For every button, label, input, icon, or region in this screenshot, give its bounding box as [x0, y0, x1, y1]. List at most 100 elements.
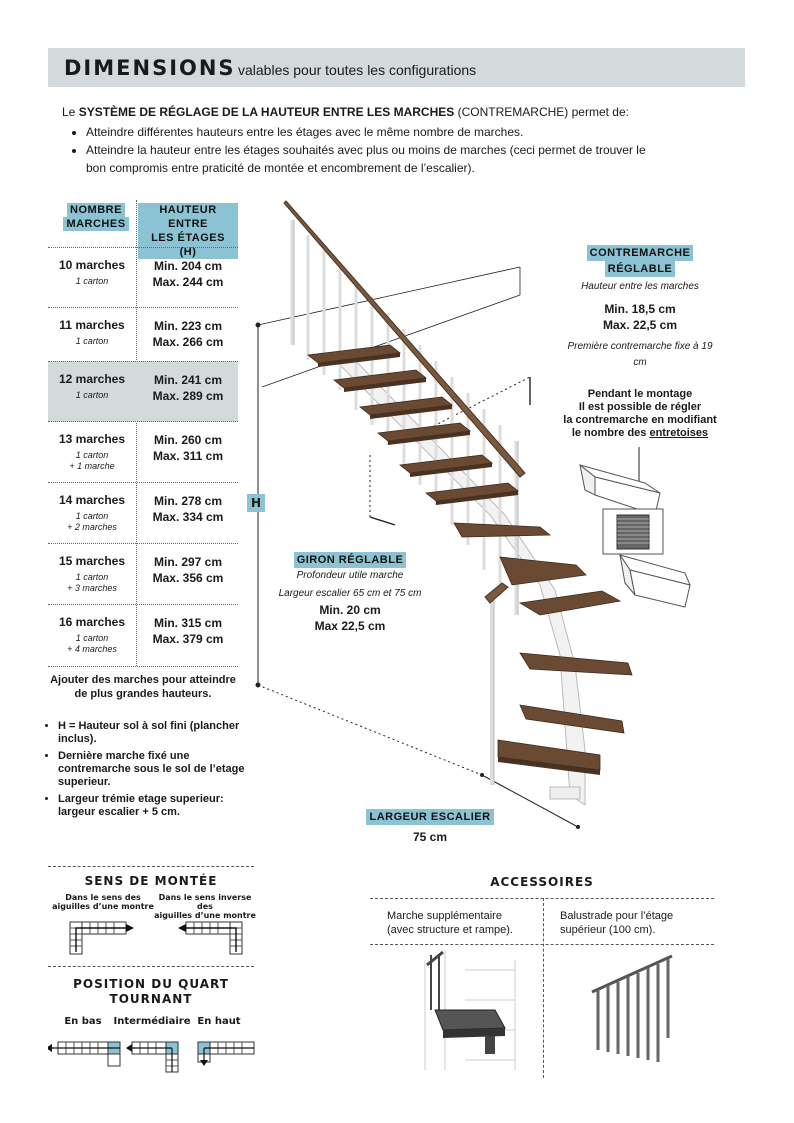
table-footer-text: Ajouter des marches pour atteindre de pl…: [50, 674, 236, 700]
position-title-l1: POSITION DU QUART: [73, 977, 229, 991]
row-pack: + 2 marches: [67, 522, 117, 532]
accessoire-2-label: Balustrade pour l’étage supérieur (100 c…: [560, 909, 710, 937]
sens-divider-top: [48, 866, 254, 867]
largeur-title: LARGEUR ESCALIER: [366, 809, 494, 825]
col-header-height-l1: HAUTEUR ENTRE: [138, 203, 238, 231]
spacer-illustration: [579, 447, 691, 608]
row-height-cell: Min. 260 cm Max. 311 cm: [138, 432, 238, 464]
accessoires-divider-mid: [543, 898, 544, 1078]
intro-prefix: Le: [62, 105, 79, 119]
row-min: Min. 278 cm: [153, 494, 223, 508]
row-pack: + 4 marches: [67, 644, 117, 654]
row-steps: 11 marches: [59, 318, 125, 332]
row-height-cell: Min. 241 cm Max. 289 cm: [138, 372, 238, 404]
page-header: DIMENSIONS valables pour toutes les conf…: [48, 48, 745, 87]
row-steps: 14 marches: [58, 493, 126, 507]
accessoire-2-l2: supérieur (100 cm).: [560, 924, 656, 936]
montage-line: Pendant le montage: [587, 388, 693, 400]
intro-bullets: Atteindre différentes hauteurs entre les…: [62, 123, 662, 177]
row-steps: 10 marches: [58, 258, 126, 272]
contremarche-min: Min. 18,5 cm: [604, 302, 676, 316]
giron-sub2: Largeur escalier 65 cm et 75 cm: [278, 588, 422, 599]
position-option-haut: En haut: [197, 1016, 241, 1027]
row-max: Max. 266 cm: [152, 335, 224, 349]
contremarche-max: Max. 22,5 cm: [602, 318, 678, 332]
giron-max: Max 22,5 cm: [314, 619, 386, 633]
sens-opt2-l2: aiguilles d’une montre: [154, 911, 256, 920]
giron-block: GIRON RÉGLABLE Profondeur utile marche L…: [268, 552, 432, 634]
intro-bullet: Atteindre la hauteur entre les étages so…: [86, 141, 662, 177]
row-height-cell: Min. 223 cm Max. 266 cm: [138, 318, 238, 350]
montage-line: le nombre des: [571, 427, 647, 439]
sens-opt1: Dans le sens des aiguilles d’une montre: [48, 893, 158, 911]
row-pack: 1 carton: [75, 633, 109, 643]
col-header-steps-l2: MARCHES: [63, 217, 129, 231]
row-steps: 12 marches: [58, 372, 126, 386]
montage-underlined: entretoises: [649, 427, 709, 439]
table-row: 12 marches 1 carton Min. 241 cm Max. 289 cm: [48, 361, 238, 422]
montage-line: Il est possible de régler: [578, 401, 702, 413]
extra-step-illustration: [424, 950, 516, 1070]
row-max: Max. 289 cm: [152, 389, 224, 403]
row-min: Min. 297 cm: [153, 555, 223, 569]
table-footer: Ajouter des marches pour atteindre de pl…: [48, 666, 238, 707]
accessoires-title: ACCESSOIRES: [490, 875, 594, 889]
note-item: Dernière marche fixé une contremarche so…: [58, 750, 250, 789]
accessoire-2-l1: Balustrade pour l’étage: [560, 910, 674, 922]
sens-opt1-l2: aiguilles d’une montre: [52, 902, 154, 911]
largeur-block: LARGEUR ESCALIER 75 cm: [360, 809, 500, 845]
intro-text: Le SYSTÈME DE RÉGLAGE DE LA HAUTEUR ENTR…: [62, 103, 662, 177]
row-pack: + 1 marche: [69, 461, 115, 471]
position-option-intermediaire: Intermédiaire: [113, 1016, 191, 1027]
col-header-steps: NOMBRE MARCHES: [56, 203, 136, 231]
row-pack: 1 carton: [75, 390, 109, 400]
row-steps: 16 marches: [58, 615, 126, 629]
row-min: Min. 223 cm: [153, 319, 223, 333]
giron-min: Min. 20 cm: [319, 603, 381, 617]
accessoires-divider-row: [370, 944, 714, 945]
row-max: Max. 356 cm: [152, 571, 224, 585]
contremarche-block: CONTREMARCHE RÉGLABLE Hauteur entre les …: [560, 245, 720, 371]
row-max: Max. 379 cm: [152, 632, 224, 646]
contremarche-note: Première contremarche fixe à 19 cm: [567, 341, 713, 368]
row-pack: 1 carton: [75, 276, 109, 286]
row-max: Max. 334 cm: [152, 510, 224, 524]
quarter-turn-positions-icon: [48, 1041, 255, 1073]
position-title-l2: TOURNANT: [109, 992, 193, 1006]
table-divider: [136, 200, 137, 666]
h-label: H: [247, 494, 265, 512]
row-min: Min. 241 cm: [153, 373, 223, 387]
col-header-height-l2: LES ÉTAGES (H): [138, 231, 238, 259]
giron-sub1: Profondeur utile marche: [296, 570, 404, 581]
largeur-value: 75 cm: [412, 830, 448, 844]
montage-note: Pendant le montage Il est possible de ré…: [550, 388, 730, 440]
row-pack: 1 carton: [75, 450, 109, 460]
row-min: Min. 260 cm: [153, 433, 223, 447]
col-header-height: HAUTEUR ENTRE LES ÉTAGES (H): [138, 203, 238, 259]
row-pack: + 3 marches: [67, 583, 117, 593]
accessoire-1-l1: Marche supplémentaire: [387, 910, 502, 922]
page-title: DIMENSIONS: [64, 56, 236, 80]
note-text: H = Hauteur sol à sol fini (plancher inc…: [58, 720, 240, 745]
note-text: Largeur trémie etage superieur: largeur …: [58, 793, 224, 818]
counter-clockwise-plan-icon: [178, 921, 243, 955]
contremarche-subtitle: Hauteur entre les marches: [581, 281, 699, 292]
sens-title: SENS DE MONTÉE: [84, 874, 218, 888]
accessoire-1-l2: (avec structure et rampe).: [387, 924, 513, 936]
accessoire-1-label: Marche supplémentaire (avec structure et…: [387, 909, 537, 937]
row-max: Max. 244 cm: [152, 275, 224, 289]
row-max: Max. 311 cm: [152, 449, 224, 463]
sens-opt2: Dans le sens inverse des aiguilles d’une…: [150, 893, 260, 920]
stair-illustration: [255, 200, 633, 829]
note-item: H = Hauteur sol à sol fini (plancher inc…: [58, 720, 250, 746]
notes: H = Hauteur sol à sol fini (plancher inc…: [50, 720, 250, 823]
position-divider-top: [48, 966, 254, 967]
montage-line: la contremarche en modifiant: [563, 414, 717, 426]
row-steps-cell: 16 marches 1 carton+ 4 marches: [48, 613, 136, 655]
